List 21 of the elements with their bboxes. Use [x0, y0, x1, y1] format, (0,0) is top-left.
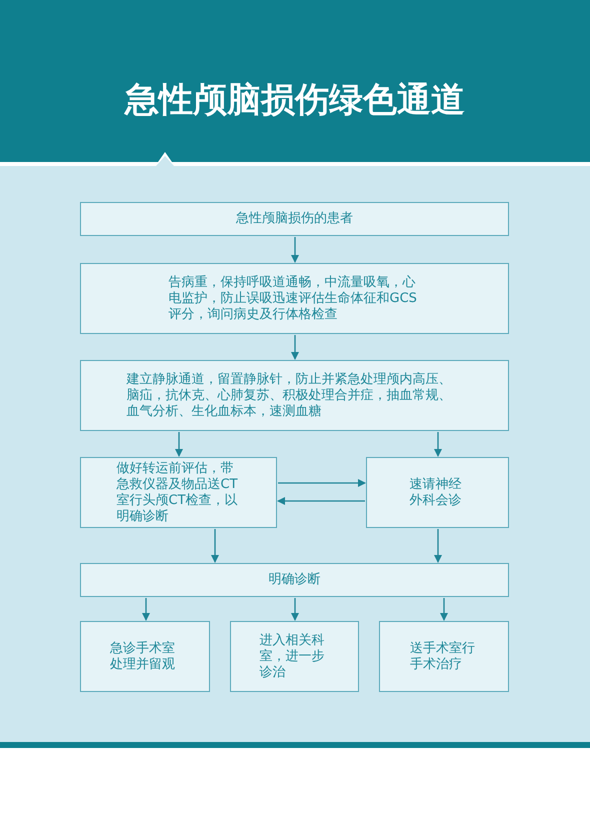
process-box: 明确诊断 — [80, 563, 509, 597]
arrow — [277, 497, 365, 505]
process-box: 做好转运前评估，带急救仪器及物品送CT室行头颅CT检查，以明确诊断 — [80, 457, 277, 528]
arrow — [291, 237, 299, 263]
arrow — [291, 598, 299, 621]
title: 急性颅脑损伤绿色通道 — [123, 79, 466, 122]
arrow — [291, 335, 299, 360]
arrow — [211, 529, 219, 563]
arrow — [175, 432, 183, 457]
arrow — [434, 529, 442, 563]
process-box: 告病重，保持呼吸道通畅，中流量吸氧，心电监护，防止误吸迅速评估生命体征和GCS评分，询问病史及行体格检查 — [80, 263, 509, 334]
arrow — [434, 432, 442, 457]
process-box: 急性颅脑损伤的患者 — [80, 202, 509, 236]
process-box: 建立静脉通道，留置静脉针，防止并紧急处理颅内高压、脑疝，抗休克、心肺复苏、积极处理合并症，抽血常规、血气分析、生化血标本，速测血糖 — [80, 360, 509, 431]
arrow — [278, 479, 366, 487]
process-box: 送手术室行手术治疗 — [379, 621, 509, 692]
process-box: 进入相关科室，进一步诊治 — [230, 621, 359, 692]
arrow — [440, 598, 448, 621]
process-box: 速请神经外科会诊 — [366, 457, 509, 528]
arrow — [142, 598, 150, 621]
process-box: 急诊手术室处理并留观 — [80, 621, 210, 692]
